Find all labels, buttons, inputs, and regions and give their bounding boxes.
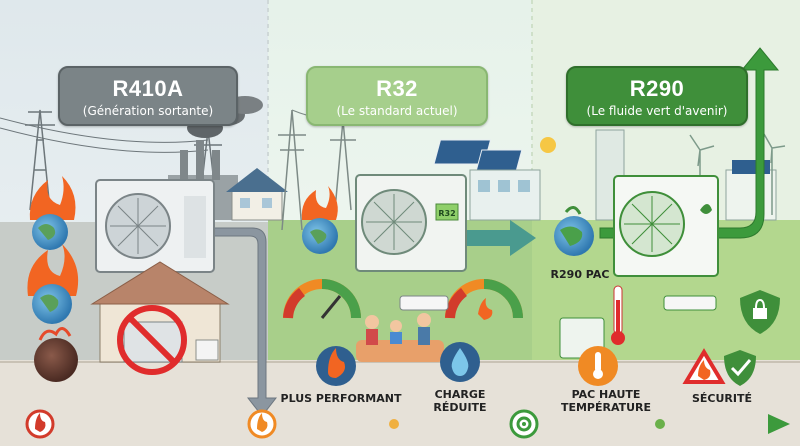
flame-icon xyxy=(257,413,268,432)
right-arrow-icon xyxy=(440,220,536,256)
sun-icon xyxy=(540,137,556,153)
burning-earth-icon xyxy=(29,176,76,250)
panel-r32: R32 (Le standard actuel) xyxy=(306,66,488,126)
indoor-ac-icon xyxy=(399,295,449,311)
house-icon xyxy=(226,168,288,221)
ac-unit-r290 xyxy=(613,175,719,277)
flame-icon xyxy=(328,348,345,378)
panel-r290: R290 (Le fluide vert d'avenir) xyxy=(566,66,748,126)
benefit-label-temperature: PAC HAUTE TEMPÉRATURE xyxy=(560,388,652,414)
prohibited-icon xyxy=(117,305,187,375)
solar-panel-icon xyxy=(433,139,523,171)
leaf-icon xyxy=(700,204,712,214)
water-drop-icon xyxy=(451,348,469,376)
gauge-icon xyxy=(283,279,361,319)
down-arrow-icon xyxy=(189,227,278,417)
ac-unit-r410a xyxy=(95,179,215,273)
panel-subtitle: (Le fluide vert d'avenir) xyxy=(586,104,728,118)
green-earth-icon xyxy=(554,206,594,256)
panel-title: R290 xyxy=(629,76,685,101)
benefit-label-security: SÉCURITÉ xyxy=(691,392,753,405)
thermometer-icon xyxy=(611,285,625,345)
r32-tag xyxy=(435,203,459,221)
burning-earth-icon xyxy=(27,244,79,324)
pavement xyxy=(0,360,800,446)
panel-subtitle: (Génération sortante) xyxy=(82,104,214,118)
ac-unit-r32: R32 xyxy=(355,174,467,272)
earth-flame-icon xyxy=(301,186,338,254)
benefit-label-performance: PLUS PERFORMANT xyxy=(280,392,402,405)
panel-title: R410A xyxy=(112,76,184,101)
gauge-icon xyxy=(445,279,523,320)
growth-arrow-icon xyxy=(599,47,780,239)
panel-title: R32 xyxy=(376,76,418,101)
benefit-label-charge: CHARGE RÉDUITE xyxy=(433,388,487,414)
shield-check-icon xyxy=(724,350,756,386)
family-sofa-icon xyxy=(356,313,444,362)
burnt-earth-icon xyxy=(34,327,78,382)
benefit-performance xyxy=(316,346,356,386)
gear-icon xyxy=(516,416,532,432)
r32-unit-label: R32 xyxy=(438,209,455,218)
benefit-charge xyxy=(440,342,480,382)
timeline-marker-r290 xyxy=(509,409,539,439)
indoor-ac-icon xyxy=(663,295,717,311)
flame-icon xyxy=(35,413,46,432)
panel-r410a: R410A (Génération sortante) xyxy=(58,66,238,126)
timeline-arrow-icon xyxy=(768,414,790,434)
r290-pac-label: R290 PAC xyxy=(550,268,610,281)
timeline-marker-r32 xyxy=(247,409,277,439)
lock-shield-icon xyxy=(740,290,780,334)
panel-subtitle: (Le standard actuel) xyxy=(336,104,458,118)
timeline-marker-r410a xyxy=(25,409,55,439)
benefit-temperature xyxy=(578,346,618,386)
thermometer-icon xyxy=(593,369,603,379)
benefit-security xyxy=(682,348,756,386)
washing-machine-icon xyxy=(195,339,219,361)
